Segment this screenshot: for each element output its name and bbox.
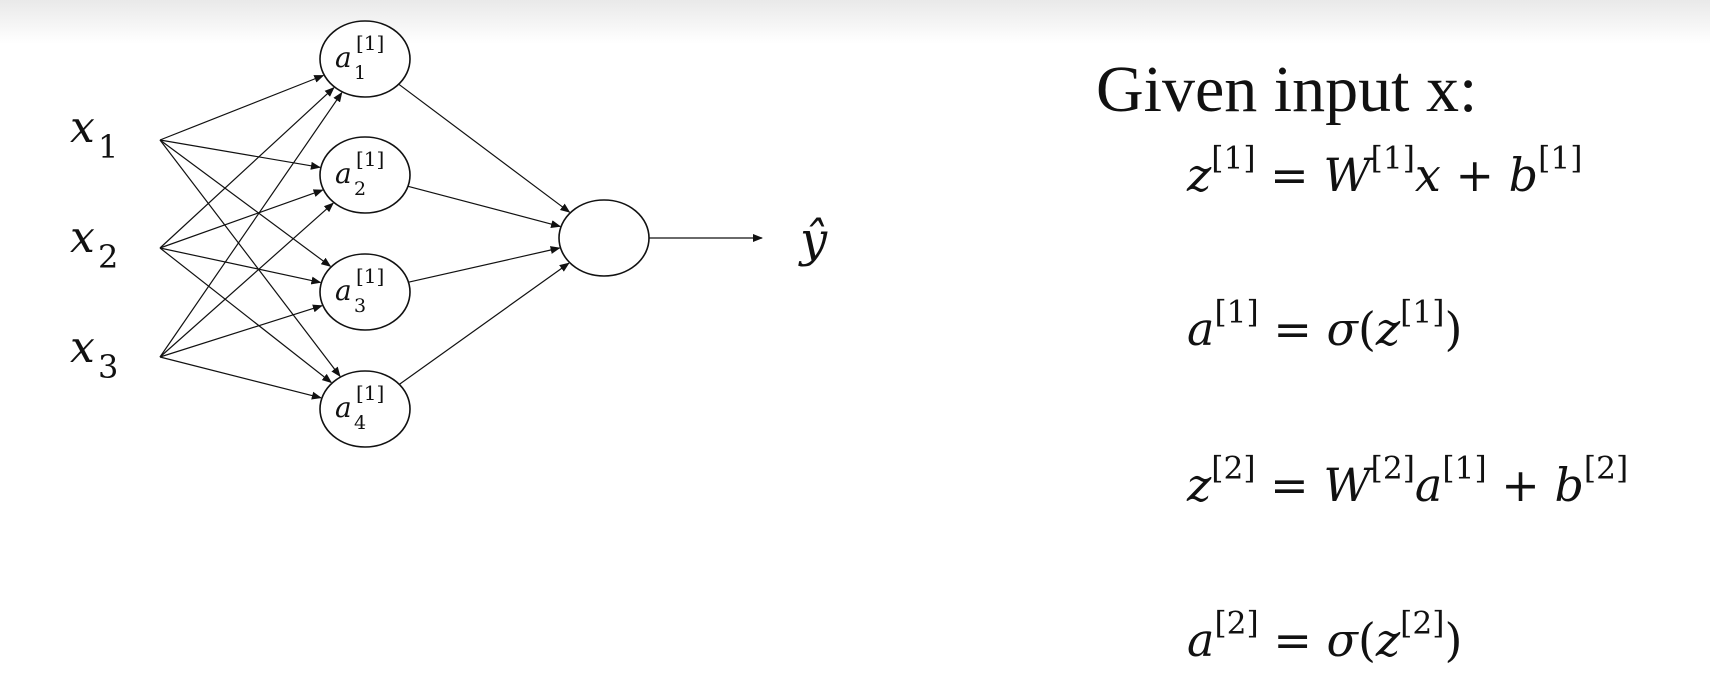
- equation-a2: a[2] = σ(z[2]): [1187, 605, 1463, 667]
- hidden-node-sup-1: [1]: [356, 31, 384, 55]
- output-node: [558, 199, 650, 277]
- edge-x2-a1: [159, 87, 335, 249]
- equation-z2: z[2] = W[2]a[1] + b[2]: [1187, 450, 1629, 512]
- edge-x1-a3: [159, 139, 332, 267]
- edge-x1-a1: [159, 74, 325, 141]
- hidden-node-4: [319, 370, 411, 448]
- input-sub-x1: 1: [98, 128, 118, 166]
- hidden-node-label-2: a: [335, 157, 352, 190]
- edge-x2-a4: [159, 247, 333, 384]
- hidden-node-sub-4: 4: [354, 412, 366, 434]
- hidden-node-label-4: a: [335, 391, 352, 424]
- input-sub-x3: 3: [98, 348, 118, 386]
- hidden-node-label-1: a: [335, 41, 352, 74]
- edge-x1-a4: [159, 139, 341, 377]
- hidden-node-sup-3: [1]: [356, 264, 384, 288]
- input-label-x2: x: [70, 212, 95, 263]
- heading: Given input x:: [1096, 53, 1478, 126]
- input-label-x3: x: [70, 322, 95, 373]
- edge-x2-a2: [159, 189, 324, 249]
- hidden-node-label-3: a: [335, 274, 352, 307]
- edge-a3-output: [408, 246, 561, 283]
- equation-a1: a[1] = σ(z[1]): [1187, 294, 1463, 356]
- edge-a4-output: [398, 262, 570, 385]
- edge-x1-a2: [159, 139, 321, 170]
- hidden-node-sub-1: 1: [354, 62, 366, 84]
- hidden-node-sub-3: 3: [354, 295, 366, 317]
- hidden-node-1: [319, 20, 411, 98]
- input-sub-x2: 2: [98, 238, 118, 276]
- edge-x3-a1: [159, 91, 343, 358]
- output-label-yhat: ŷ: [798, 212, 828, 268]
- hidden-node-2: [319, 136, 411, 214]
- top-shade: [0, 0, 1710, 44]
- hidden-node-sup-2: [1]: [356, 147, 384, 171]
- input-label-x1: x: [70, 102, 95, 153]
- hidden-node-3: [319, 253, 411, 331]
- edge-a1-output: [398, 83, 571, 213]
- equation-z1: z[1] = W[1]x + b[1]: [1187, 140, 1583, 202]
- edge-x3-a2: [159, 202, 334, 358]
- edge-a2-output: [407, 185, 562, 228]
- hidden-node-sup-4: [1]: [356, 381, 384, 405]
- edge-x3-a3: [159, 304, 323, 358]
- hidden-node-sub-2: 2: [354, 178, 366, 200]
- edge-x3-a4: [159, 356, 322, 400]
- edge-x2-a3: [159, 247, 322, 285]
